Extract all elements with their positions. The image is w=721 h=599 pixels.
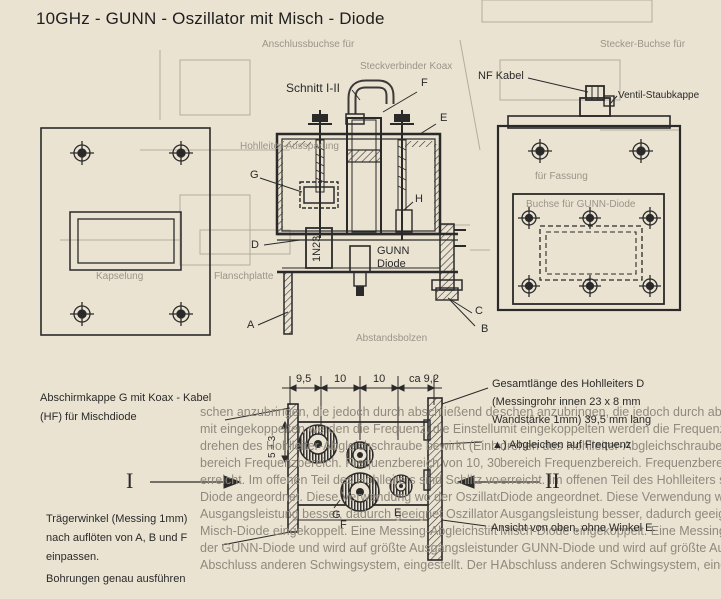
callout-d: D <box>251 239 259 251</box>
callout-f-bottom: F <box>340 519 347 531</box>
view-marker-ii: II <box>545 468 560 493</box>
callout-b: B <box>481 323 489 335</box>
dimension-4: ca 9,2 <box>409 373 439 385</box>
note-line: Abschirmkappe G mit Koax - Kabel <box>40 392 212 404</box>
bleed-through-text: schen anzubringen, die jedoch durch absc… <box>200 405 500 572</box>
top-view <box>496 77 682 312</box>
callout-g-bottom: G <box>332 509 341 521</box>
note-holes: Bohrungen genau ausführen <box>46 573 186 585</box>
callout-c: C <box>475 305 483 317</box>
faint-label: Steckverbinder Koax <box>360 61 453 72</box>
shield-cap-plate <box>40 127 211 336</box>
dimension-3: 10 <box>373 373 386 385</box>
callout-h: H <box>415 193 423 205</box>
faint-label: Kapselung <box>96 271 144 282</box>
shield-cap-screws <box>70 141 193 326</box>
diode-1n23-label: 1N23 <box>311 235 323 262</box>
faint-label: für Fassung <box>535 171 588 182</box>
note-line: (Messingrohr innen 23 x 8 mm <box>492 396 641 408</box>
faint-label: Hohlleiter-Aussparung <box>240 141 339 152</box>
nf-cable-label: NF Kabel <box>478 70 524 82</box>
gunn-label: GUNN <box>377 245 410 257</box>
dimension-2: 10 <box>334 373 347 385</box>
view-marker-i: I <box>126 468 134 493</box>
background-bleed-through <box>60 0 680 266</box>
note-line: (HF) für Mischdiode <box>40 411 137 423</box>
note-line: Wandstärke 1mm) 39,5 mm lang <box>492 414 652 426</box>
bottom-view <box>150 376 540 561</box>
faint-label: Anschlussbuchse für <box>262 39 355 50</box>
page-title: 10GHz - GUNN - Oszillator mit Misch - Di… <box>36 9 385 28</box>
callout-g: G <box>250 169 259 181</box>
dimension-1: 9,5 <box>296 373 312 385</box>
faint-label: Buchse für GUNN-Diode <box>526 199 636 210</box>
dimension-vertical: 5 ÷ 3 <box>267 435 278 458</box>
faint-label: Flanschplatte <box>214 271 274 282</box>
callout-e-bottom: E <box>394 507 402 519</box>
callout-a: A <box>247 319 255 331</box>
section-view <box>257 79 476 335</box>
gunn-diode-label: Diode <box>377 258 406 270</box>
callout-e: E <box>440 112 448 124</box>
valve-cap-label: Ventil-Staubkappe <box>618 90 700 101</box>
top-view-screws <box>518 139 661 297</box>
note-line: einpassen. <box>46 551 100 563</box>
note-top-view: Ansicht von oben, ohne Winkel E. <box>491 522 656 534</box>
note-tuning: ▲) Abgleichen auf Frequenz <box>492 439 632 451</box>
note-line: Trägerwinkel (Messing 1mm) <box>46 513 188 525</box>
note-line: Gesamtlänge des Hohlleiters D <box>492 378 645 390</box>
faint-label: Stecker-Buchse für <box>600 39 686 50</box>
faint-label: Abstandsbolzen <box>356 333 428 344</box>
section-label: Schnitt I-II <box>286 81 341 95</box>
bleed-through-text-right: schen anzubringen, die jedoch durch absc… <box>500 405 721 572</box>
note-line: nach auflöten von A, B und F <box>46 532 188 544</box>
callout-f: F <box>421 77 428 89</box>
